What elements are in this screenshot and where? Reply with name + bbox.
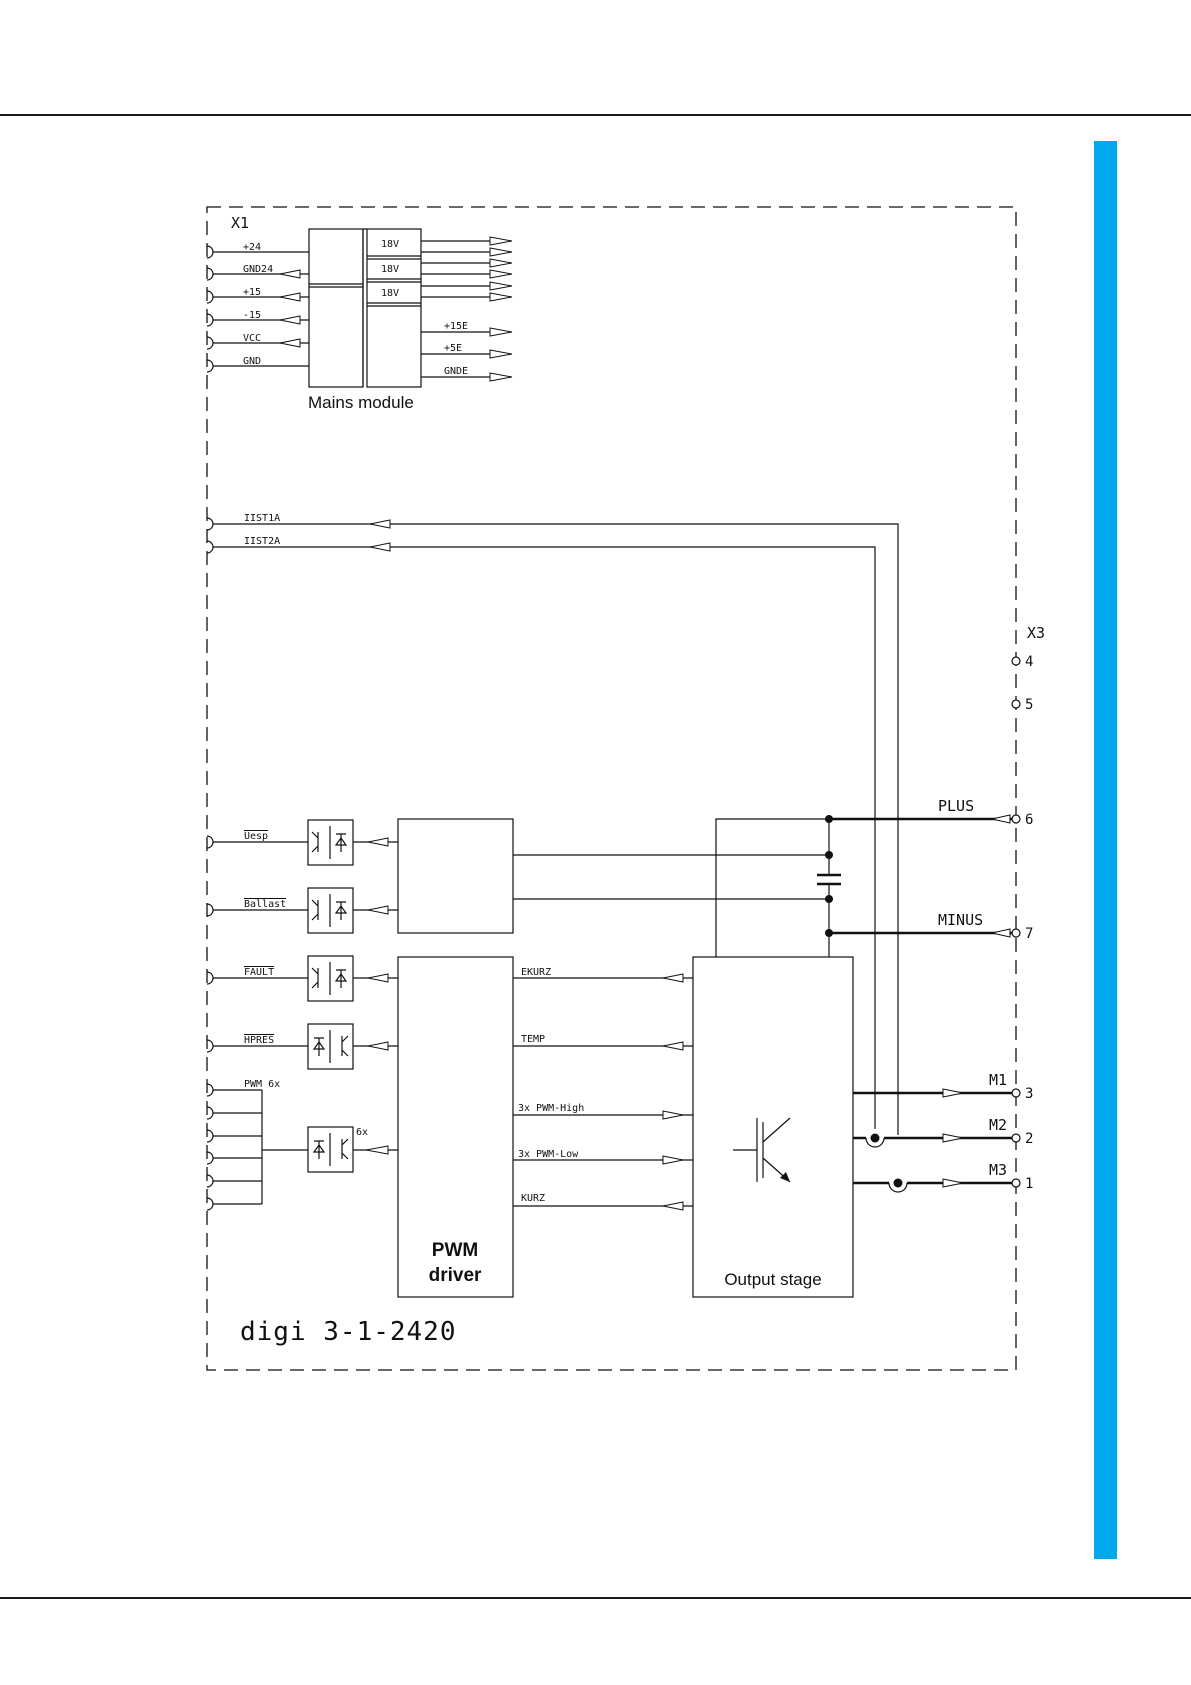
- optocoupler-icon: [308, 888, 353, 933]
- output-stage-block: [693, 957, 853, 1297]
- pwm-driver-title: PWM: [432, 1240, 478, 1261]
- pwm-input-group: [207, 1084, 398, 1210]
- device-name: digi 3-1-2420: [240, 1317, 457, 1347]
- mains-rail-label: +5E: [444, 343, 462, 354]
- x1-pin-label: GND: [243, 356, 261, 367]
- feedback-label: IIST2A: [244, 536, 280, 547]
- mains-rail-label: +15E: [444, 321, 468, 332]
- motor-phase-label: M1: [989, 1071, 1007, 1089]
- mains-output-label: 18V: [381, 239, 399, 250]
- input-label: FAULT: [244, 967, 274, 978]
- x1-pin-label: +15: [243, 287, 261, 298]
- mains-output-label: 18V: [381, 288, 399, 299]
- motor-phase-label: M3: [989, 1161, 1007, 1179]
- x1-pin-label: GND24: [243, 264, 273, 275]
- feedback-label: IIST1A: [244, 513, 280, 524]
- x1-pin-label: VCC: [243, 333, 261, 344]
- x3-pin-number: 4: [1025, 654, 1033, 670]
- dc-link: [513, 815, 1012, 957]
- output-stage-title: Output stage: [724, 1270, 821, 1289]
- bus-signal-label: KURZ: [521, 1193, 545, 1204]
- bus-signal-label: 3x PWM-High: [518, 1103, 584, 1114]
- minus-label: MINUS: [938, 911, 983, 929]
- x1-pin-label: -15: [243, 310, 261, 321]
- optocoupler-icon: [308, 956, 353, 1001]
- bus-signal-label: 3x PWM-Low: [518, 1149, 579, 1160]
- bus-signal-label: TEMP: [521, 1034, 545, 1045]
- optocoupler-icon: [308, 820, 353, 865]
- motor-phase-label: M2: [989, 1116, 1007, 1134]
- mains-module-title: Mains module: [308, 393, 414, 412]
- x3-pin-number: 3: [1025, 1086, 1033, 1102]
- brake-control-block: [398, 819, 513, 933]
- bus-signal-label: EKURZ: [521, 967, 551, 978]
- mains-module-block: [309, 229, 512, 387]
- x3-label: X3: [1027, 624, 1045, 642]
- x3-pin-number: 7: [1025, 926, 1033, 942]
- mains-rail-label: GNDE: [444, 366, 468, 377]
- input-label: Ballast: [244, 899, 286, 910]
- x3-pin-number: 6: [1025, 812, 1033, 828]
- input-lines: [207, 836, 398, 1052]
- bus-signal-lines: [513, 974, 693, 1210]
- x3-pin-number: 5: [1025, 697, 1033, 713]
- optocoupler-icon: [308, 1024, 353, 1069]
- x3-pin-number: 1: [1025, 1176, 1033, 1192]
- x1-label: X1: [231, 214, 249, 232]
- pwm-multiplier: 6x: [356, 1127, 368, 1138]
- input-label: PWM 6x: [244, 1079, 280, 1090]
- x3-pin-number: 2: [1025, 1131, 1033, 1147]
- input-label: Uesp: [244, 831, 268, 842]
- input-label: HPRES: [244, 1035, 274, 1046]
- plus-label: PLUS: [938, 797, 974, 815]
- pwm-driver-subtitle: driver: [429, 1265, 482, 1286]
- x1-pin-label: +24: [243, 242, 261, 253]
- mains-output-label: 18V: [381, 264, 399, 275]
